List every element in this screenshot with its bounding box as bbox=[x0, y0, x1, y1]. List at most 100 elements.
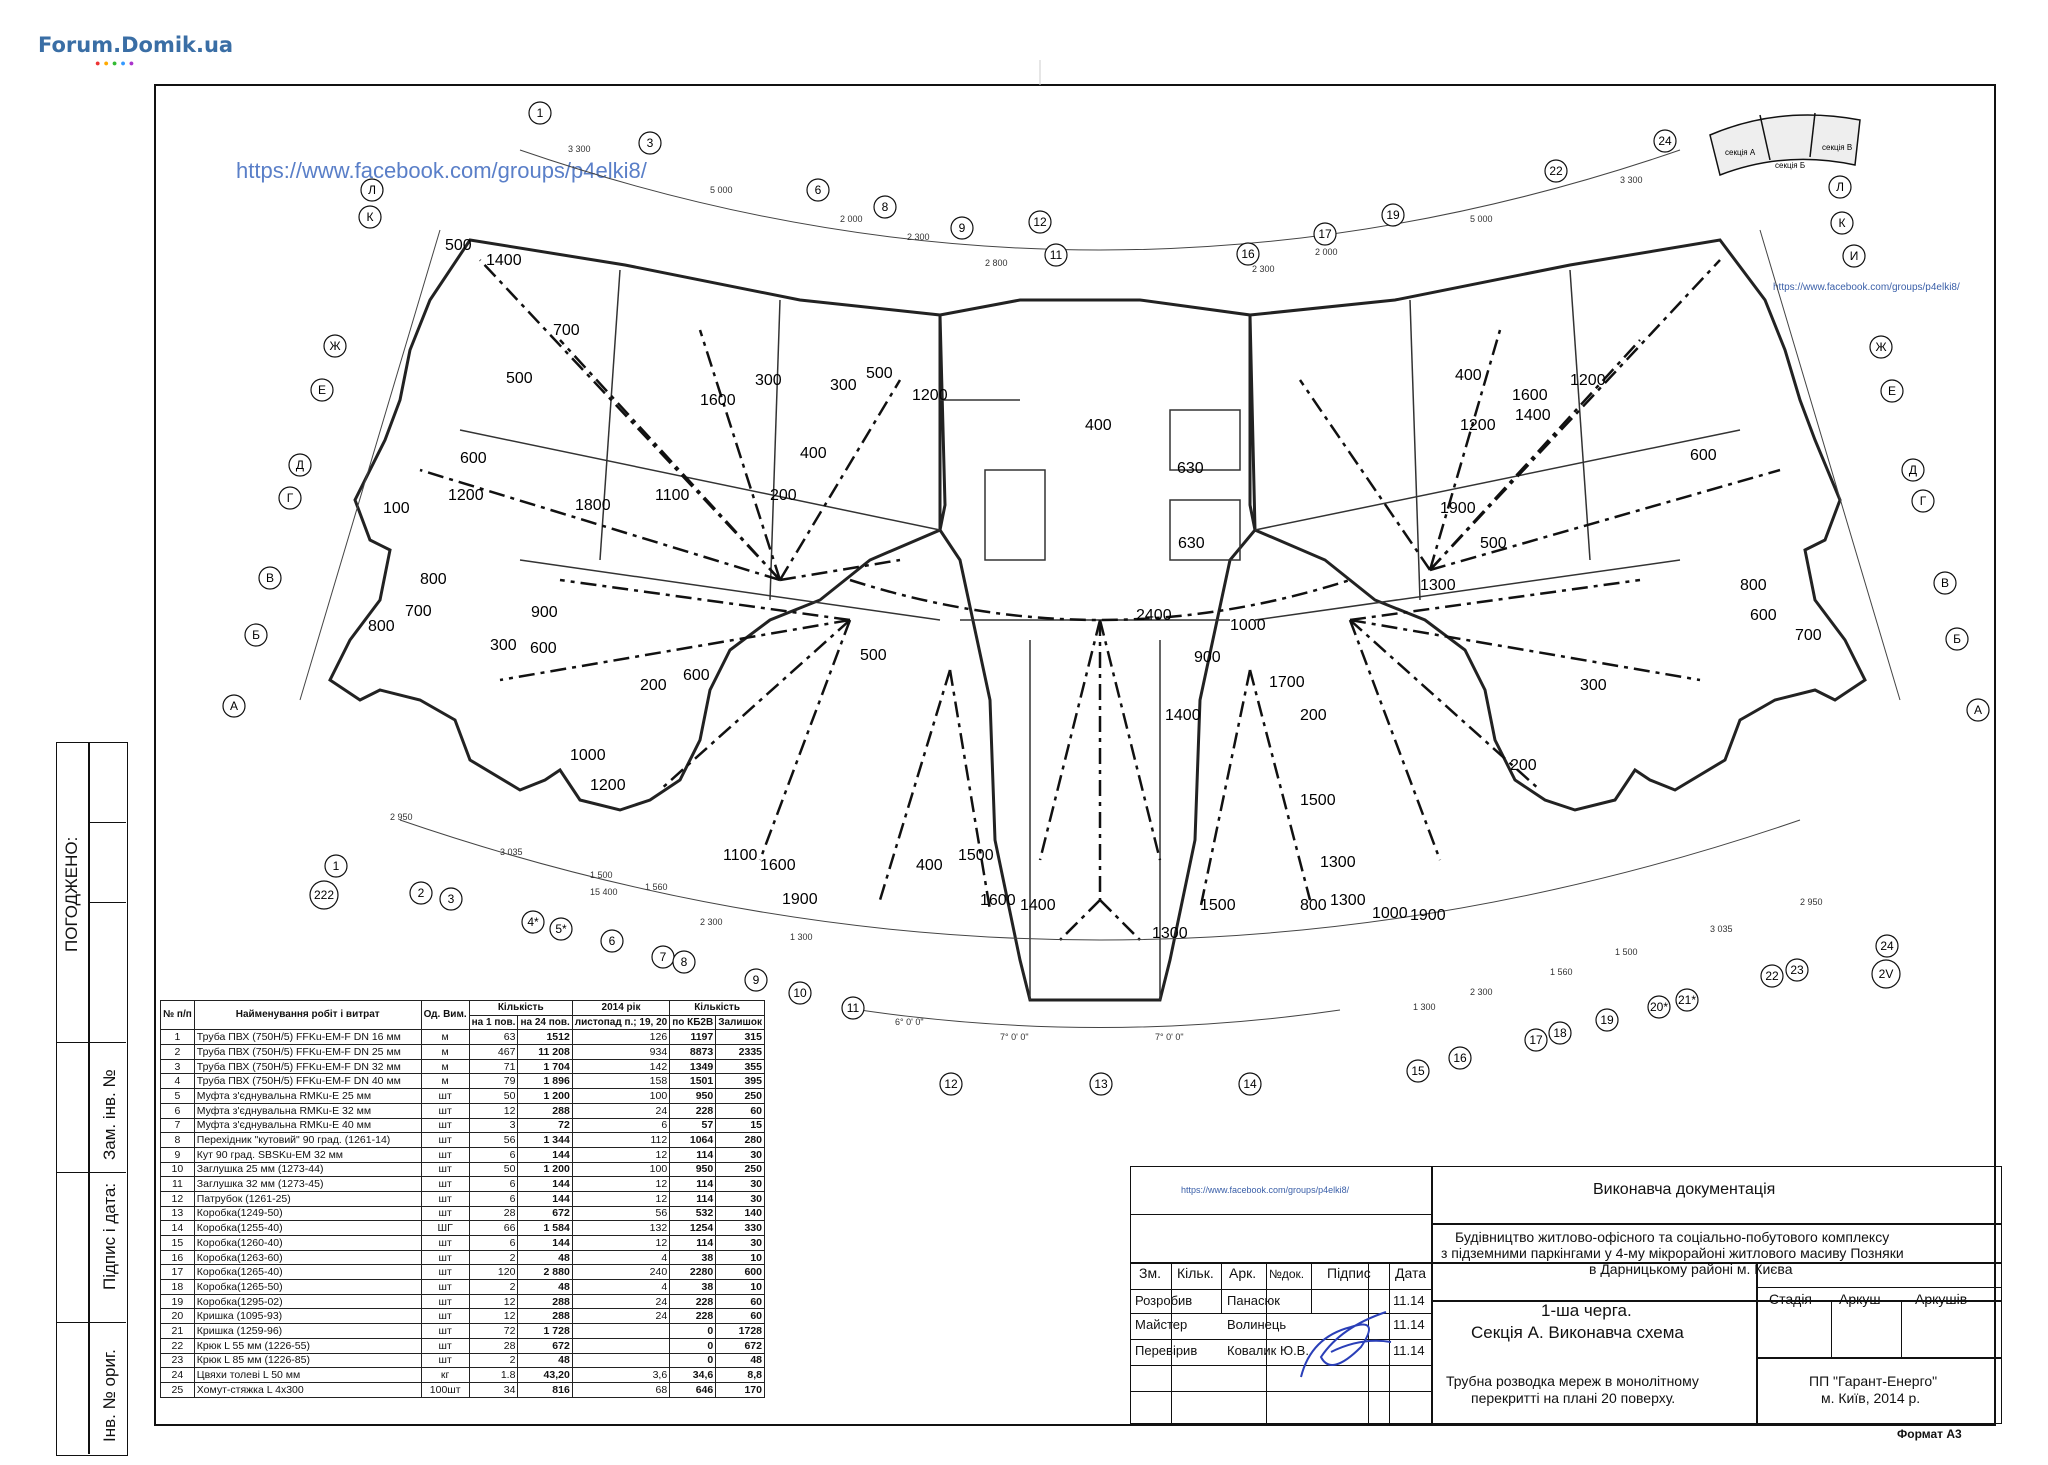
table-cell: 1 728 bbox=[517, 1323, 573, 1339]
plan-label: 1200 bbox=[448, 487, 484, 504]
table-cell: Коробка(1265-40) bbox=[193, 1264, 422, 1281]
axis-bottom-19: 19 bbox=[1595, 1008, 1619, 1032]
table-cell: 25 bbox=[160, 1381, 195, 1398]
axis-right-В: В bbox=[1933, 571, 1957, 595]
plan-label: 1500 bbox=[1300, 792, 1336, 809]
svg-text:Л: Л bbox=[368, 183, 376, 197]
table-cell: 6 bbox=[468, 1235, 519, 1251]
table-cell: 34 bbox=[468, 1381, 519, 1398]
table-cell: 100 bbox=[571, 1161, 671, 1178]
table-cell: 50 bbox=[468, 1088, 519, 1104]
table-cell: 120 bbox=[468, 1264, 519, 1281]
svg-text:6: 6 bbox=[815, 183, 822, 197]
plan-label: 1200 bbox=[1460, 417, 1496, 434]
drawing-frame bbox=[154, 84, 1996, 1426]
dim-label-bottom: 2 300 bbox=[1470, 987, 1493, 997]
table-cell: м bbox=[420, 1044, 470, 1060]
axis-right-И: И bbox=[1842, 244, 1866, 268]
svg-text:Ж: Ж bbox=[329, 339, 340, 353]
table-cell: м bbox=[420, 1073, 470, 1090]
table-cell: 24 bbox=[571, 1308, 671, 1325]
building-walls bbox=[328, 238, 1867, 1002]
table-cell: 48 bbox=[517, 1279, 573, 1295]
table-cell: шт bbox=[420, 1205, 470, 1222]
watermark-dots: ●●●●● bbox=[95, 58, 138, 68]
table-cell: 12 bbox=[571, 1190, 671, 1207]
dim-label-bottom: 2 950 bbox=[390, 812, 413, 822]
svg-text:Д: Д bbox=[296, 458, 304, 472]
table-cell: 43,20 bbox=[517, 1367, 573, 1383]
table-cell: 1254 bbox=[669, 1220, 717, 1236]
table-cell: шт bbox=[420, 1308, 470, 1325]
table-cell: 1 344 bbox=[517, 1132, 573, 1148]
svg-text:24: 24 bbox=[1658, 134, 1672, 148]
axis-bottom-24: 24 bbox=[1875, 934, 1899, 958]
axis-top-8: 8 bbox=[873, 195, 897, 219]
col-data: Дата bbox=[1395, 1265, 1427, 1281]
table-cell bbox=[571, 1323, 671, 1339]
table-cell: 60 bbox=[715, 1308, 765, 1325]
table-cell: 6 bbox=[468, 1146, 519, 1163]
table-cell: 23 bbox=[160, 1352, 195, 1369]
table-cell: 288 bbox=[517, 1308, 573, 1325]
axis-bottom-4*: 4* bbox=[521, 910, 545, 934]
svg-text:А: А bbox=[1974, 703, 1982, 717]
plan-label: 800 bbox=[1740, 577, 1767, 594]
table-cell: шт bbox=[420, 1293, 470, 1310]
svg-text:6: 6 bbox=[609, 934, 616, 948]
table-cell: 8 bbox=[160, 1132, 195, 1148]
dim-label-top: 2 300 bbox=[1252, 264, 1275, 274]
svg-text:В: В bbox=[1941, 576, 1949, 590]
table-cell: 18 bbox=[160, 1279, 195, 1295]
svg-text:8: 8 bbox=[882, 200, 889, 214]
axis-bottom-18: 18 bbox=[1548, 1021, 1572, 1045]
table-cell: шт bbox=[420, 1117, 470, 1134]
axis-mark-222: 222 bbox=[309, 880, 339, 910]
replaced-inventory-label: Зам. інв. № bbox=[100, 1069, 119, 1160]
table-cell: 8873 bbox=[669, 1044, 717, 1060]
svg-text:1: 1 bbox=[537, 106, 544, 120]
table-cell: 0 bbox=[669, 1337, 717, 1354]
stage-line-1: 1-ша черга. bbox=[1541, 1301, 1632, 1320]
table-cell: 9 bbox=[160, 1146, 195, 1163]
table-cell: шт bbox=[420, 1088, 470, 1104]
table-cell: Муфта з'єднувальна RMKu-E 40 мм bbox=[193, 1117, 422, 1134]
axis-bottom-5*: 5* bbox=[549, 917, 573, 941]
svg-text:И: И bbox=[1850, 249, 1859, 263]
svg-text:3: 3 bbox=[448, 892, 455, 906]
table-cell: 228 bbox=[669, 1293, 717, 1310]
table-cell: 7 bbox=[160, 1117, 195, 1134]
col-rest: Залишок bbox=[715, 1014, 765, 1031]
plan-label: 200 bbox=[1510, 757, 1537, 774]
axis-right-Б: Б bbox=[1945, 627, 1969, 651]
axis-bottom-3: 3 bbox=[439, 887, 463, 911]
table-cell: 22 bbox=[160, 1337, 195, 1354]
dim-label-top: 3 300 bbox=[1620, 175, 1643, 185]
axis-top-11: 11 bbox=[1044, 243, 1068, 267]
axis-bottom-15: 15 bbox=[1406, 1059, 1430, 1083]
table-cell: 56 bbox=[571, 1205, 671, 1222]
axis-bottom-16: 16 bbox=[1448, 1046, 1472, 1070]
axis-right-А: А bbox=[1966, 698, 1990, 722]
table-cell: 3,6 bbox=[571, 1367, 671, 1383]
svg-text:19: 19 bbox=[1600, 1013, 1614, 1027]
axis-right-К: К bbox=[1830, 211, 1854, 235]
svg-text:А: А bbox=[230, 699, 238, 713]
table-cell: 28 bbox=[468, 1337, 519, 1354]
desc-line-1: Трубна розводка мереж в монолітному bbox=[1446, 1373, 1699, 1389]
svg-text:22: 22 bbox=[1549, 164, 1563, 178]
col-kilk: Кільк. bbox=[1177, 1265, 1214, 1281]
dimension-lines bbox=[299, 149, 1901, 1028]
table-cell: 158 bbox=[571, 1073, 671, 1090]
table-cell: 72 bbox=[517, 1117, 573, 1134]
table-cell: Коробка(1255-40) bbox=[193, 1220, 422, 1236]
table-cell: 170 bbox=[715, 1381, 765, 1398]
plan-label: 700 bbox=[1795, 627, 1822, 644]
table-cell: 144 bbox=[517, 1176, 573, 1192]
arkush-label: Аркуш bbox=[1839, 1291, 1881, 1307]
table-cell: 250 bbox=[715, 1088, 765, 1104]
